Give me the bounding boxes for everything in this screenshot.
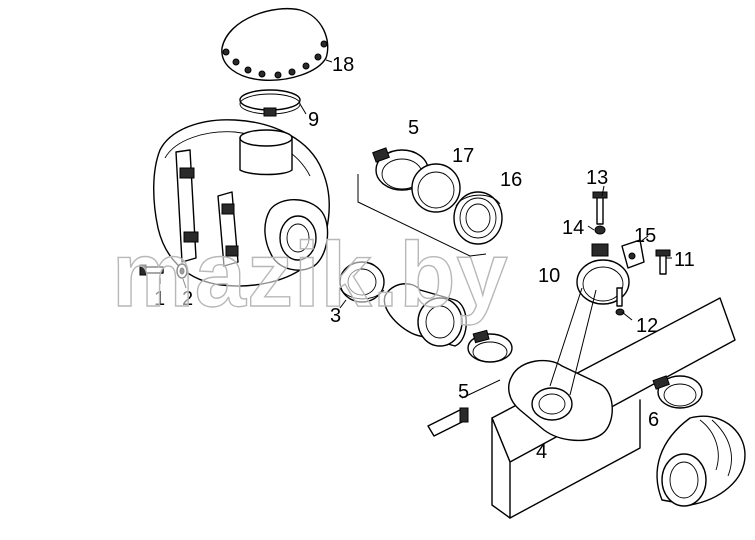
callout-12: 12 — [636, 315, 658, 337]
part-1-bolt — [139, 264, 164, 276]
callout-16: 16 — [500, 169, 522, 191]
part-9-hose-clamp — [239, 89, 301, 117]
part-4-inlet-elbow — [491, 297, 736, 519]
part-2-washer — [176, 263, 188, 279]
callout-5-upper: 5 — [408, 117, 419, 139]
callout-15: 15 — [634, 225, 656, 247]
part-11-bolt — [655, 249, 671, 275]
callout-11: 11 — [674, 249, 695, 271]
callout-10: 10 — [538, 265, 560, 287]
callout-9: 9 — [308, 109, 319, 131]
pipe-connector — [383, 283, 467, 347]
callout-18: 18 — [332, 54, 354, 76]
part-13-screw — [592, 191, 608, 225]
part-18-cover-cap — [221, 7, 329, 81]
callout-numbers: 18 9 5 17 16 13 14 15 11 10 12 1 2 3 5 6… — [154, 54, 695, 463]
part-6-clamp — [652, 375, 703, 409]
leader-lines — [159, 59, 672, 399]
watermark-text: mazik.by — [112, 224, 509, 326]
flex-hose — [656, 415, 746, 507]
part-12-bolt — [615, 287, 625, 316]
part-3-sleeve — [339, 261, 385, 303]
part-17-ring — [411, 163, 461, 213]
part-14-nut — [594, 225, 606, 235]
part-16-bellows — [453, 191, 503, 245]
callout-4: 4 — [536, 441, 547, 463]
group-bracket-line — [357, 174, 487, 257]
callout-17: 17 — [452, 145, 474, 167]
callout-3: 3 — [330, 305, 341, 327]
callout-14: 14 — [562, 217, 584, 239]
callout-13: 13 — [586, 167, 608, 189]
part-15-bracket — [621, 239, 645, 269]
callout-2: 2 — [182, 288, 193, 310]
sensor-plug — [427, 407, 469, 437]
air-filter-housing — [153, 119, 330, 287]
part-5-clamp-lower — [467, 329, 513, 363]
callout-6: 6 — [648, 409, 659, 431]
callout-5-lower: 5 — [458, 381, 469, 403]
callout-1: 1 — [154, 288, 165, 310]
part-10-clamp-assembly — [576, 243, 630, 305]
